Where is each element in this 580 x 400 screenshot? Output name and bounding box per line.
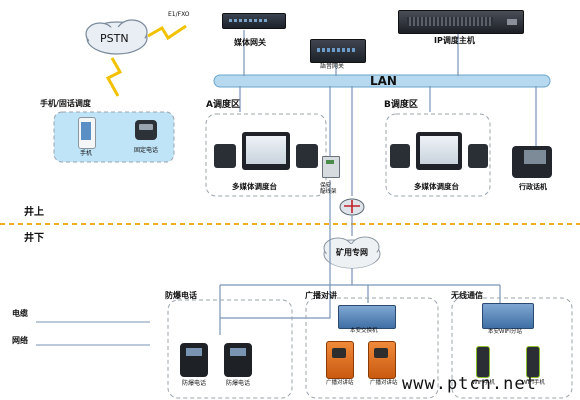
broadcast-1-label: 广播对讲站 xyxy=(326,380,354,386)
wireless-group-label: 无线通信 xyxy=(451,291,483,300)
legend-network-label: 网络 xyxy=(12,336,28,345)
legend-cable-label: 电缆 xyxy=(12,309,28,318)
lan-label: LAN xyxy=(370,74,397,88)
lan-bus xyxy=(213,74,551,88)
broadcast-station-1-device xyxy=(326,341,354,379)
media-gateway-label: 媒体网关 xyxy=(234,38,266,47)
fixed-phone-device xyxy=(135,120,157,140)
wireless-bolt-pstn-mobile xyxy=(105,57,123,97)
local-switch-label: 本安交换机 xyxy=(350,328,378,334)
wireless-bolt-pstn-gateway xyxy=(147,24,187,41)
ip-dispatch-host-device xyxy=(398,10,524,34)
explosion-phone-2-label: 防爆电话 xyxy=(226,380,251,387)
explosion-phone-1-label: 防爆电话 xyxy=(182,380,207,387)
wifi-phone-1-label: WIFI手机 xyxy=(472,380,495,386)
e1-fxo-label: E1/FXO xyxy=(168,11,190,18)
admin-phone-device xyxy=(512,146,552,178)
broadcast-box xyxy=(305,297,439,399)
voice-gateway-label: 語音网关 xyxy=(320,63,345,70)
mine-network-label: 矿用专网 xyxy=(336,248,368,257)
media-gateway-device xyxy=(222,13,286,29)
wifi-phone-1-device xyxy=(476,346,490,378)
console-b-label: 多媒体调度台 xyxy=(414,182,459,191)
mine-network-cloud xyxy=(323,236,381,269)
explosion-group-label: 防爆电话 xyxy=(165,291,197,300)
zone-above-label: 井上 xyxy=(24,207,44,218)
wifi-station-device xyxy=(482,303,534,329)
wifi-phone-2-label: WIFI手机 xyxy=(522,380,545,386)
fixed-phone-label: 固定电话 xyxy=(134,147,159,154)
pstn-cloud xyxy=(85,19,148,55)
local-switch-device xyxy=(338,305,396,329)
zone-b-label: B调度区 xyxy=(384,100,418,110)
mobile-label: 手机 xyxy=(80,150,93,157)
pstn-label: PSTN xyxy=(100,32,129,45)
zone-a-box xyxy=(205,113,327,197)
watermark: www.ptcn.net xyxy=(402,374,537,394)
voice-gateway-device xyxy=(310,39,366,63)
console-b-device xyxy=(390,132,488,176)
zone-b-box xyxy=(385,113,491,197)
explosion-phones-box xyxy=(167,299,293,399)
broadcast-station-2-device xyxy=(368,341,396,379)
wifi-station-label: 本安WIFI分站 xyxy=(488,329,522,335)
mobile-fixed-dispatch-label: 手机/固话调度 xyxy=(40,99,91,108)
broadcast-2-label: 广播对讲站 xyxy=(370,380,398,386)
zone-below-label: 井下 xyxy=(24,233,44,244)
admin-phone-label: 行政话机 xyxy=(519,183,547,191)
router-device xyxy=(339,198,365,216)
ip-dispatch-host-label: IP调度主机 xyxy=(434,36,475,45)
wireless-box xyxy=(451,297,573,399)
broadcast-group-label: 广播对讲 xyxy=(305,291,337,300)
zone-a-label: A调度区 xyxy=(206,100,240,110)
console-a-label: 多媒体调度台 xyxy=(232,182,277,191)
wifi-phone-2-device xyxy=(526,346,540,378)
mobile-phone-device xyxy=(78,117,96,149)
safety-switch-device xyxy=(322,156,340,178)
safety-switch-label: 保安 配线架 xyxy=(320,183,337,196)
console-a-device xyxy=(214,132,318,176)
explosion-phone-2-device xyxy=(224,343,252,377)
explosion-phone-1-device xyxy=(180,343,208,377)
